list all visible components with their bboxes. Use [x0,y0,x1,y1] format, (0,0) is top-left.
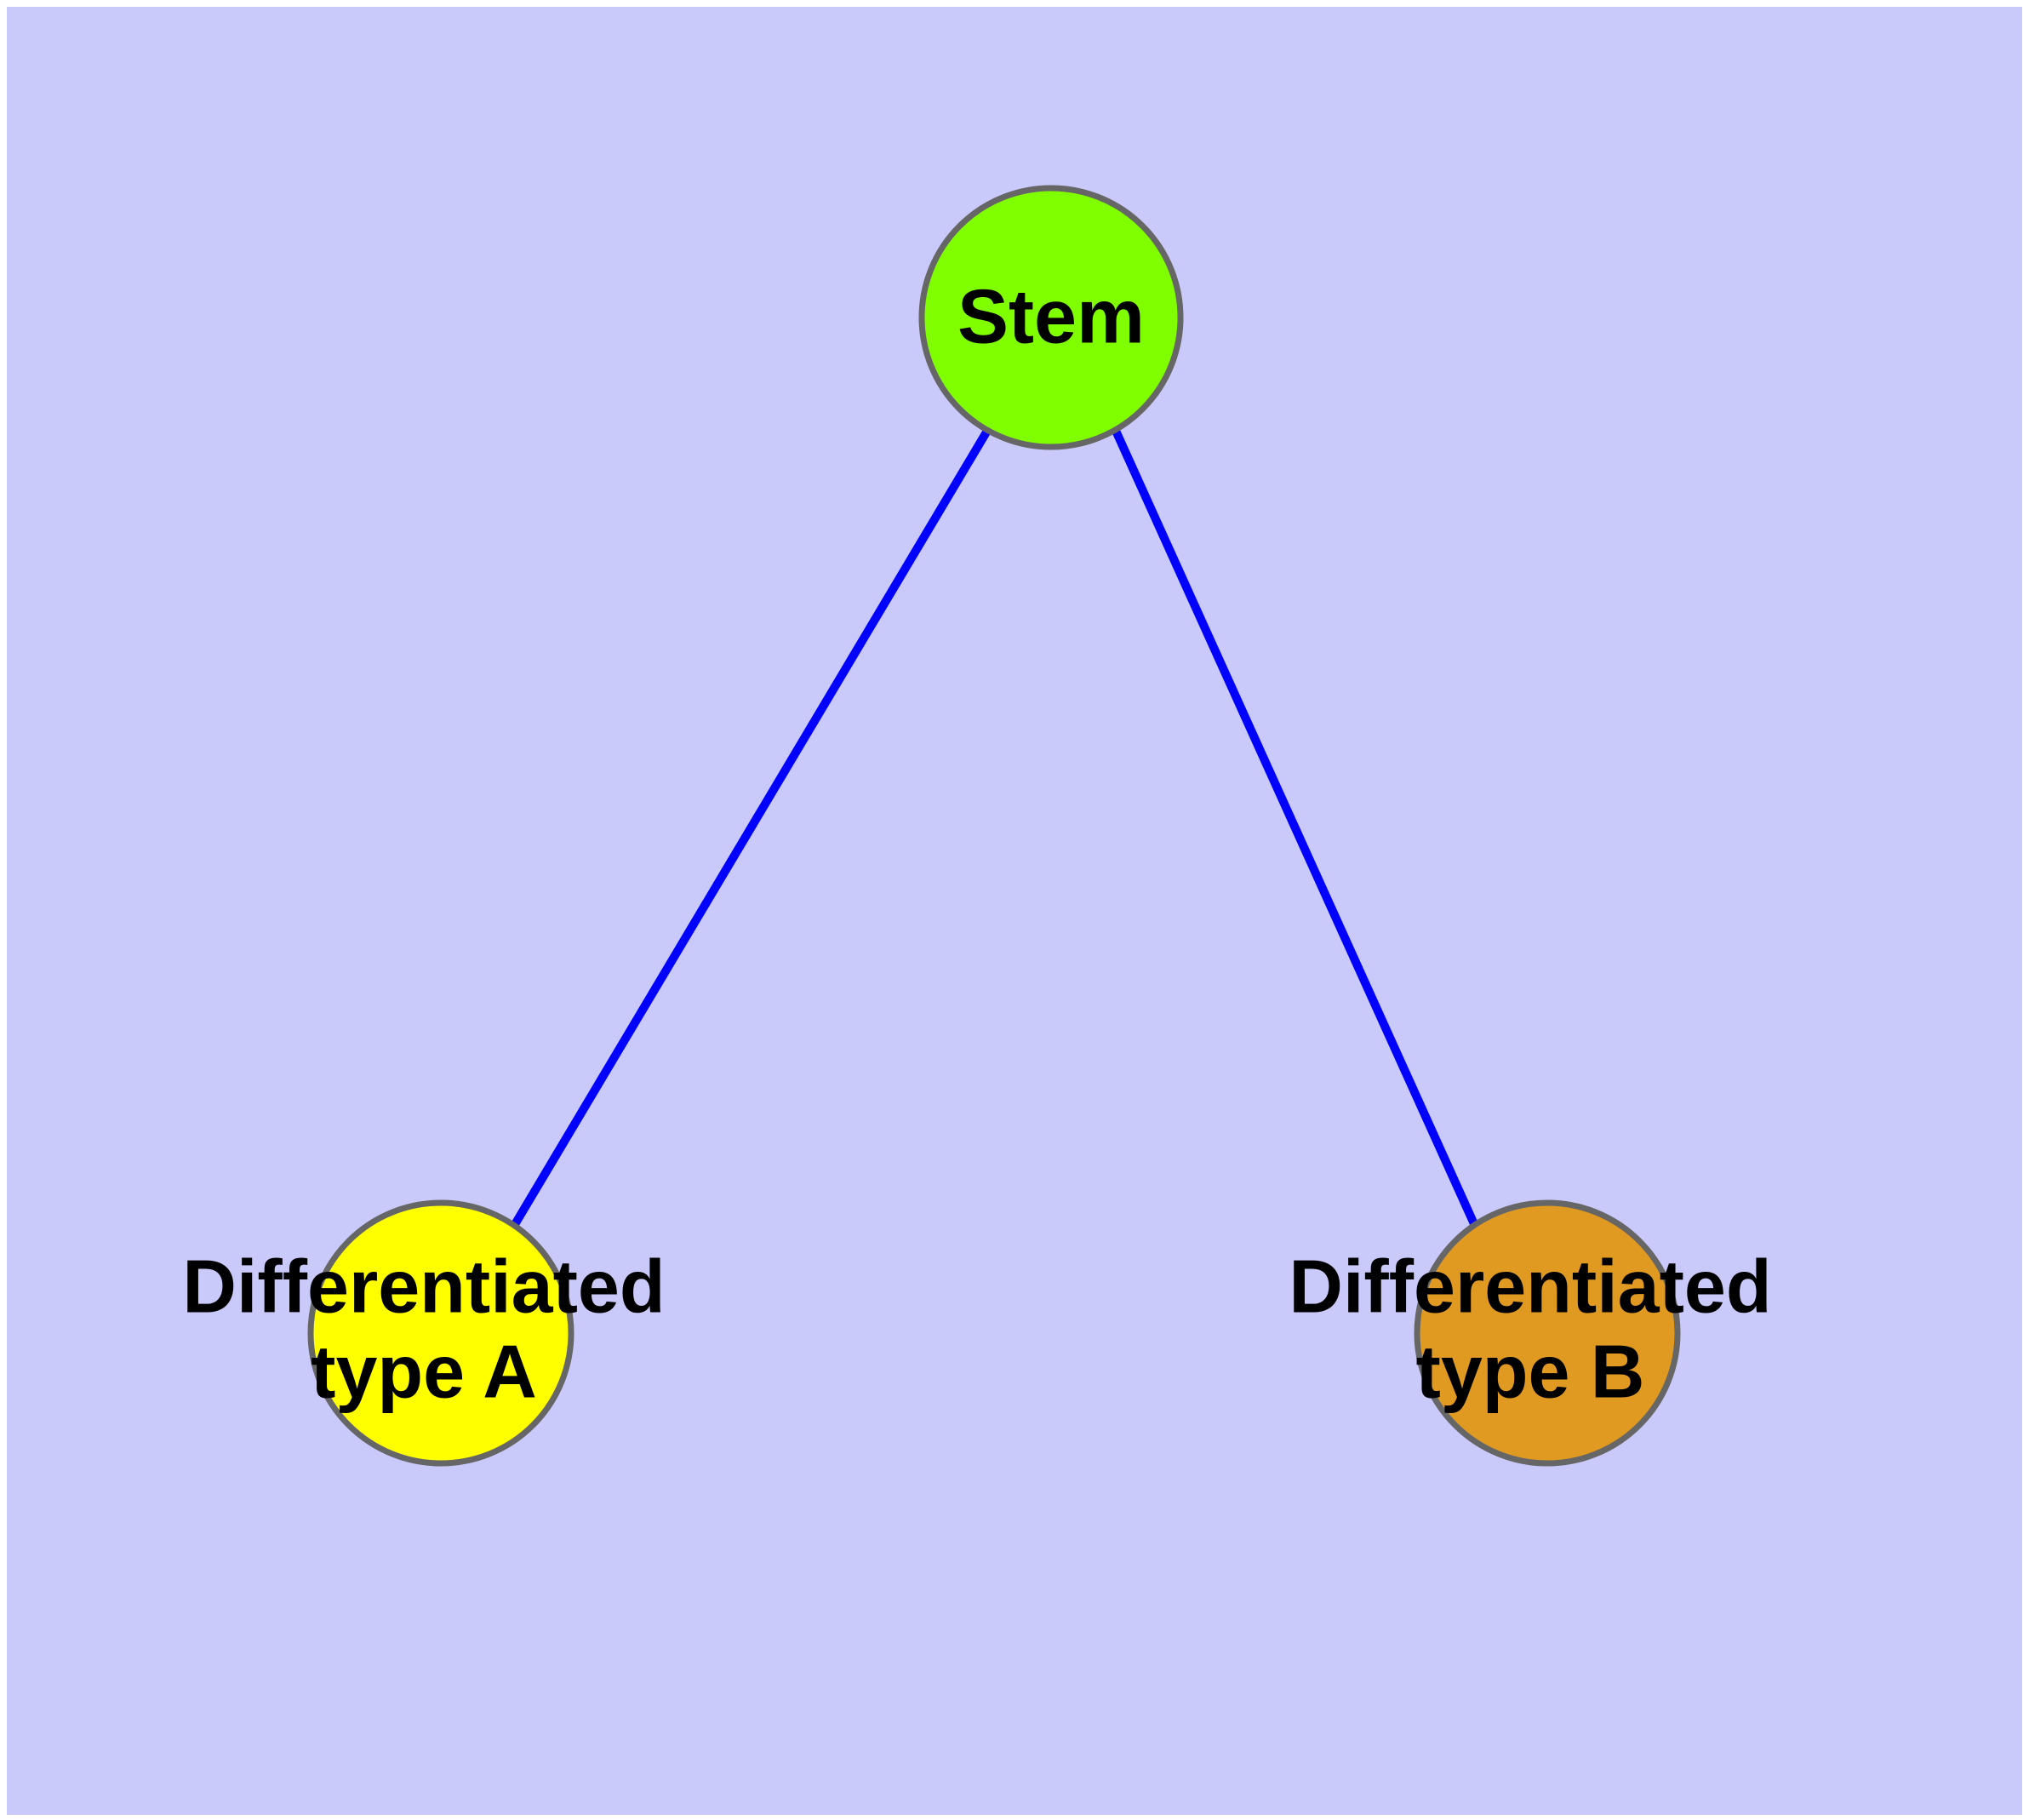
edges-layer [510,426,1479,1230]
nodes-layer [307,185,1681,1467]
edge-stem-to-differentiated-type-b [1112,426,1479,1230]
node-differentiated-type-a[interactable] [307,1199,574,1467]
node-differentiated-type-b[interactable] [1414,1199,1681,1467]
node-stem[interactable] [918,185,1184,450]
edge-stem-to-differentiated-type-a [510,426,992,1230]
